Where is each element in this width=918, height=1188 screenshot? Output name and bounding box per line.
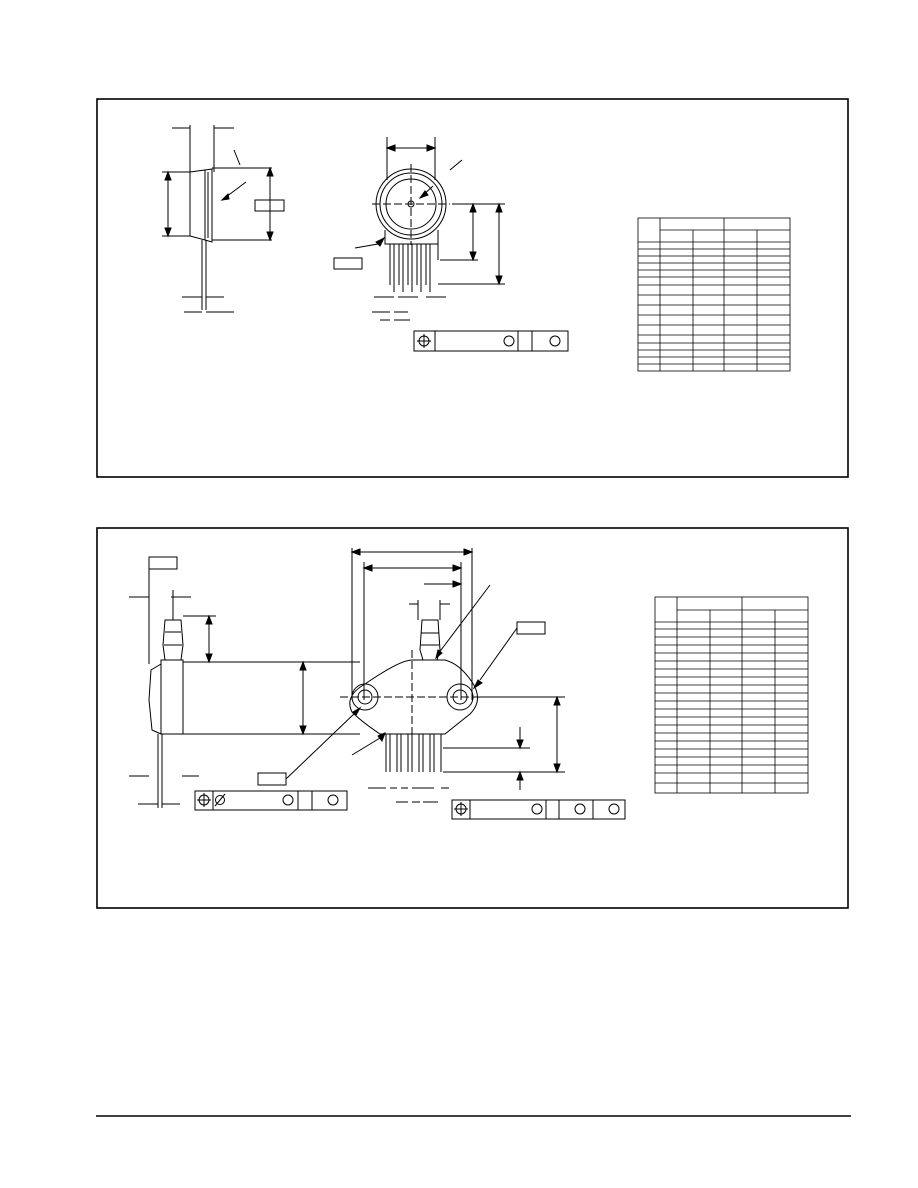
bottom-front-dim-box-left: [257, 772, 287, 786]
bottom-front-dim-box-right: [516, 621, 546, 635]
top-panel-frame: [96, 98, 849, 478]
bottom-panel-frame: [96, 527, 849, 909]
top-side-view: [162, 125, 285, 313]
bottom-front-view: [257, 548, 565, 803]
top-front-view: [333, 137, 569, 352]
bottom-side-dim-box: [148, 556, 178, 570]
bottom-side-view: [129, 556, 360, 808]
bottom-feature-control-frame-left: [194, 790, 348, 811]
top-side-dim-box: [254, 199, 285, 212]
top-front-dim-box: [333, 257, 363, 270]
bottom-feature-control-frame-right: [451, 799, 626, 820]
top-feature-control-frame: [413, 330, 569, 352]
top-dimension-table: [637, 217, 791, 372]
bottom-dimension-table: [654, 596, 809, 794]
